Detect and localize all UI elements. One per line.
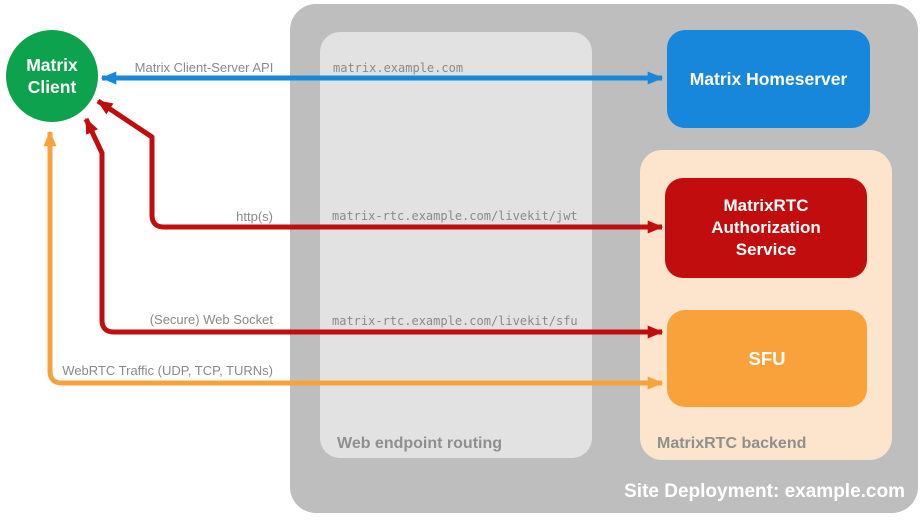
- label-https: http(s): [236, 209, 273, 224]
- web-endpoint-routing-container: [320, 32, 592, 458]
- caption-matrixrtc-backend: MatrixRTC backend: [657, 435, 807, 452]
- endpoint-livekit-sfu: matrix-rtc.example.com/livekit/sfu: [332, 314, 578, 328]
- sfu-node: SFU: [667, 310, 867, 407]
- matrixrtc-auth-service-node: MatrixRTC Authorization Service: [665, 178, 867, 278]
- matrix-homeserver-label: Matrix Homeserver: [689, 68, 848, 89]
- caption-web-endpoint-routing: Web endpoint routing: [337, 435, 503, 452]
- label-client-server-api: Matrix Client-Server API: [134, 60, 274, 75]
- label-secure-web-socket: (Secure) Web Socket: [149, 312, 273, 327]
- matrix-client-label: Matrix Client: [26, 55, 78, 97]
- label-webrtc-traffic: WebRTC Traffic (UDP, TCP, TURNs): [62, 363, 273, 378]
- matrixrtc-auth-service-label: MatrixRTC Authorization Service: [711, 196, 821, 259]
- endpoint-livekit-jwt: matrix-rtc.example.com/livekit/jwt: [332, 209, 578, 223]
- matrix-client-node: Matrix Client: [6, 30, 98, 122]
- sfu-label: SFU: [748, 347, 786, 369]
- caption-site-deployment: Site Deployment: example.com: [624, 481, 905, 502]
- matrix-homeserver-node: Matrix Homeserver: [667, 30, 870, 128]
- endpoint-matrix-example-com: matrix.example.com: [333, 61, 464, 75]
